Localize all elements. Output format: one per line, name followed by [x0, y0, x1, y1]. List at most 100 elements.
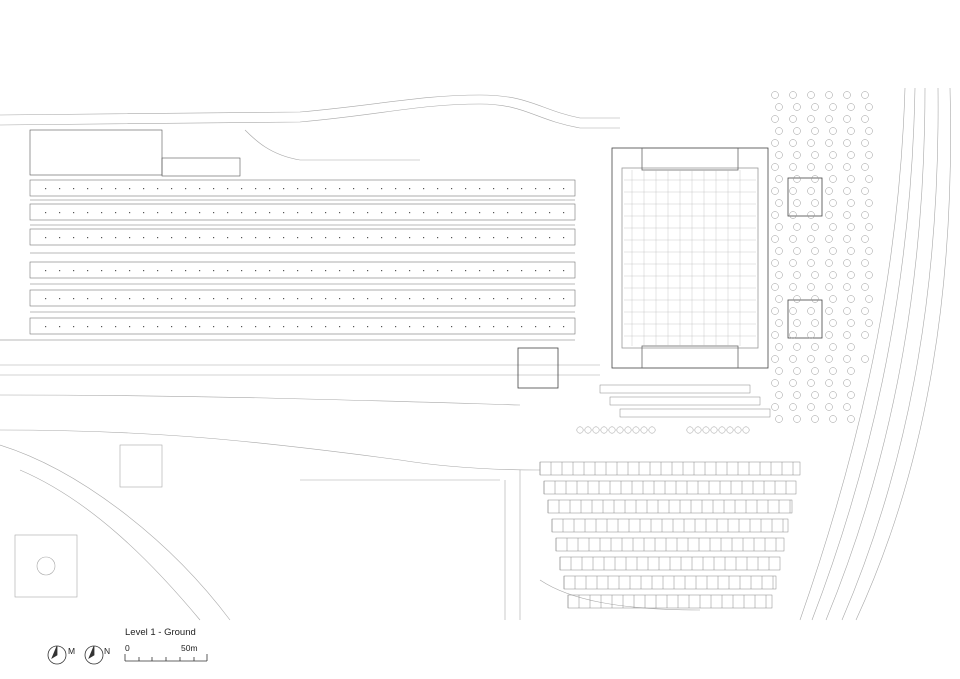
tree: [843, 187, 851, 195]
tree: [789, 115, 797, 123]
tree: [775, 151, 783, 159]
platform-column: [423, 212, 425, 214]
tree: [825, 331, 833, 339]
platform-column: [199, 298, 201, 300]
platform-column: [339, 270, 341, 272]
platform-column: [59, 237, 61, 239]
tree: [775, 319, 783, 327]
tree: [775, 247, 783, 255]
platform-column: [45, 237, 47, 239]
platform-column: [143, 326, 145, 328]
platform-column: [507, 298, 509, 300]
tree: [811, 319, 819, 327]
platform-column: [493, 326, 495, 328]
tree: [789, 211, 797, 219]
platform-column: [255, 212, 257, 214]
tree: [865, 247, 873, 255]
tree: [793, 343, 801, 351]
tree: [592, 426, 600, 434]
depot-annex: [161, 157, 241, 177]
drawing-title: Level 1 - Ground: [125, 627, 196, 638]
platform-column: [199, 188, 201, 190]
platform-column: [381, 326, 383, 328]
platform-column: [73, 188, 75, 190]
platform-column: [241, 298, 243, 300]
tree: [686, 426, 694, 434]
platform-column: [171, 188, 173, 190]
platform-column: [87, 188, 89, 190]
platform-column: [157, 326, 159, 328]
tree: [702, 426, 710, 434]
platform-column: [73, 212, 75, 214]
tree: [825, 307, 833, 315]
terminal-building: [611, 147, 769, 369]
platform-column: [563, 298, 565, 300]
plaza-circle: [36, 556, 56, 576]
platform-column: [171, 298, 173, 300]
tree: [632, 426, 640, 434]
platform-column: [409, 212, 411, 214]
platform-column: [45, 298, 47, 300]
platform-column: [493, 188, 495, 190]
tree: [843, 115, 851, 123]
platform-column: [521, 237, 523, 239]
platform-column: [269, 298, 271, 300]
tree: [775, 223, 783, 231]
platform-column: [535, 188, 537, 190]
platform-column: [143, 270, 145, 272]
platform-column: [255, 237, 257, 239]
scale-start-label: 0: [125, 643, 130, 653]
parking-row: [555, 537, 785, 552]
platform-column: [255, 270, 257, 272]
platform-column: [283, 237, 285, 239]
platform-column: [73, 298, 75, 300]
platform-column: [339, 237, 341, 239]
tree: [843, 163, 851, 171]
platform-column: [479, 270, 481, 272]
tree: [771, 139, 779, 147]
platform-column: [73, 270, 75, 272]
tree: [811, 127, 819, 135]
tree: [825, 139, 833, 147]
tree: [861, 355, 869, 363]
tree: [847, 175, 855, 183]
platform-column: [521, 298, 523, 300]
platform-column: [59, 298, 61, 300]
tree: [793, 391, 801, 399]
tree: [829, 415, 837, 423]
platform-column: [129, 270, 131, 272]
east-block: [787, 299, 823, 339]
tree: [807, 163, 815, 171]
tree: [847, 319, 855, 327]
platform-column: [171, 237, 173, 239]
tree: [861, 235, 869, 243]
tree: [843, 403, 851, 411]
platform-column: [283, 212, 285, 214]
platform-column: [283, 270, 285, 272]
parking-row: [551, 518, 789, 533]
platform-2: [29, 203, 576, 221]
platform-column: [297, 212, 299, 214]
platform-column: [479, 326, 481, 328]
tree: [861, 307, 869, 315]
platform-column: [465, 237, 467, 239]
tree: [811, 367, 819, 375]
tree: [829, 319, 837, 327]
platform-column: [199, 270, 201, 272]
platform-column: [325, 212, 327, 214]
tree: [843, 331, 851, 339]
tree: [825, 235, 833, 243]
platform-column: [213, 188, 215, 190]
tree: [793, 367, 801, 375]
platform-5: [29, 289, 576, 307]
tree: [847, 151, 855, 159]
platform-column: [437, 237, 439, 239]
tree: [771, 355, 779, 363]
platform-column: [185, 326, 187, 328]
platform-column: [59, 326, 61, 328]
tree: [775, 271, 783, 279]
tree: [811, 271, 819, 279]
tree: [847, 103, 855, 111]
tree: [807, 355, 815, 363]
tree: [771, 283, 779, 291]
